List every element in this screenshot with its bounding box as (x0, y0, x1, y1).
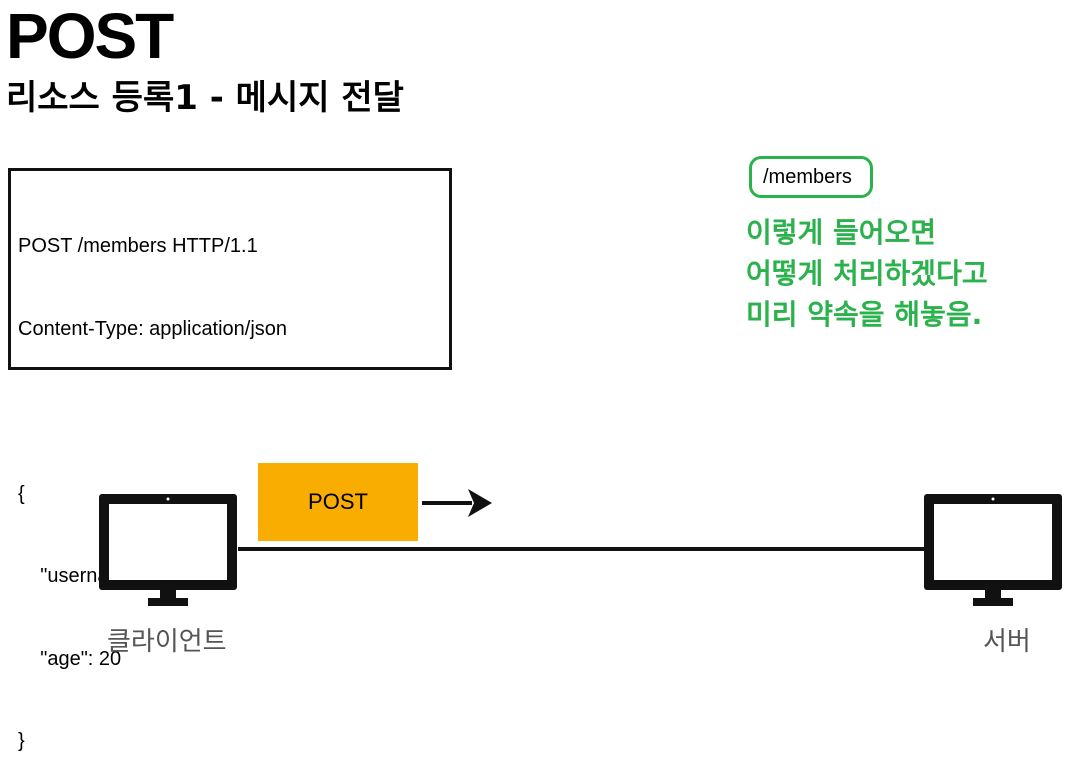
body-line: { (18, 482, 25, 505)
client-computer-icon (99, 494, 237, 606)
request-line: POST /members HTTP/1.1 (18, 235, 258, 257)
path-badge: /members (749, 156, 873, 198)
note-line: 이렇게 들어오면 (746, 216, 937, 249)
body-line: } (18, 730, 25, 752)
header-line: Content-Type: application/json (18, 317, 288, 340)
server-label: 서버 (983, 627, 1031, 657)
blank-line (18, 398, 449, 426)
annotation-note: 이렇게 들어오면 어떻게 처리하겠다고 미리 약속을 해놓음. (746, 212, 988, 335)
page-subtitle: 리소스 등록1 - 메시지 전달 (6, 78, 404, 118)
note-line: 어떻게 처리하겠다고 (746, 257, 988, 290)
arrow-right-icon (422, 489, 492, 517)
http-request-message: POST /members HTTP/1.1 Content-Type: app… (8, 168, 452, 752)
server-computer-icon (924, 494, 1062, 606)
client-label: 클라이언트 (107, 627, 227, 657)
body-line: "age": 20 (18, 647, 122, 670)
page-title: POST (6, 0, 174, 72)
connection-line (238, 547, 924, 551)
note-line: 미리 약속을 해놓음. (746, 298, 983, 331)
method-box: POST (258, 463, 418, 541)
